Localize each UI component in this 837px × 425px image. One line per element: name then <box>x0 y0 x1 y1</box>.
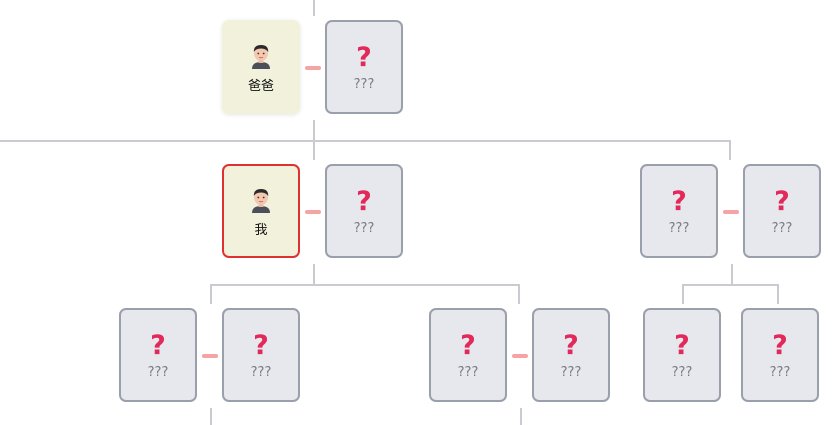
connector-nephew-2-up <box>777 284 779 304</box>
person-name: ??? <box>771 220 793 236</box>
person-name: ??? <box>353 76 375 92</box>
spouse-link-child-1 <box>202 354 218 358</box>
person-name: ??? <box>147 364 169 380</box>
person-name: 我 <box>254 222 268 238</box>
man-avatar-icon <box>249 185 273 215</box>
person-card-child-1-spouse[interactable]: ? ??? <box>222 308 300 402</box>
person-name: ??? <box>457 364 479 380</box>
spouse-link-father <box>305 66 321 70</box>
connector-father-down <box>313 120 315 140</box>
person-card-child-1[interactable]: ? ??? <box>119 308 197 402</box>
question-mark-icon: ? <box>772 329 788 361</box>
person-card-nephew-2[interactable]: ? ??? <box>741 308 819 402</box>
question-mark-icon: ? <box>563 329 579 361</box>
connector-child-2-down <box>520 408 522 425</box>
spouse-link-sibling <box>723 210 739 214</box>
connector-father-up <box>313 0 315 16</box>
question-mark-icon: ? <box>356 41 372 73</box>
person-name: ??? <box>560 364 582 380</box>
person-card-child-2-spouse[interactable]: ? ??? <box>532 308 610 402</box>
person-card-self-spouse[interactable]: ? ??? <box>325 164 403 258</box>
connector-sibling-down <box>731 264 733 284</box>
question-mark-icon: ? <box>150 329 166 361</box>
person-card-father-spouse[interactable]: ? ??? <box>325 20 403 114</box>
question-mark-icon: ? <box>460 329 476 361</box>
connector-nephews-bar <box>682 284 779 286</box>
person-card-sibling[interactable]: ? ??? <box>640 164 718 258</box>
question-mark-icon: ? <box>774 185 790 217</box>
person-card-child-2[interactable]: ? ??? <box>429 308 507 402</box>
person-card-self[interactable]: 我 <box>222 164 300 258</box>
connector-self-up <box>313 140 315 160</box>
connector-children-bar <box>210 284 520 286</box>
question-mark-icon: ? <box>674 329 690 361</box>
person-card-father[interactable]: 爸爸 <box>222 20 300 114</box>
person-name: ??? <box>769 364 791 380</box>
person-name: ??? <box>250 364 272 380</box>
connector-child-1-down <box>210 408 212 425</box>
question-mark-icon: ? <box>356 185 372 217</box>
man-avatar-icon <box>249 41 273 71</box>
person-name: ??? <box>668 220 690 236</box>
person-card-sibling-spouse[interactable]: ? ??? <box>743 164 821 258</box>
person-name: 爸爸 <box>247 78 274 94</box>
connector-nephew-1-up <box>682 284 684 304</box>
connector-child-1-up <box>210 284 212 304</box>
connector-self-down <box>313 264 315 284</box>
connector-generation-bar <box>0 140 731 142</box>
question-mark-icon: ? <box>253 329 269 361</box>
connector-child-2-up <box>518 284 520 304</box>
question-mark-icon: ? <box>671 185 687 217</box>
person-name: ??? <box>671 364 693 380</box>
connector-sibling-up <box>729 140 731 160</box>
person-name: ??? <box>353 220 375 236</box>
person-card-nephew-1[interactable]: ? ??? <box>643 308 721 402</box>
spouse-link-self <box>305 210 321 214</box>
spouse-link-child-2 <box>512 354 528 358</box>
